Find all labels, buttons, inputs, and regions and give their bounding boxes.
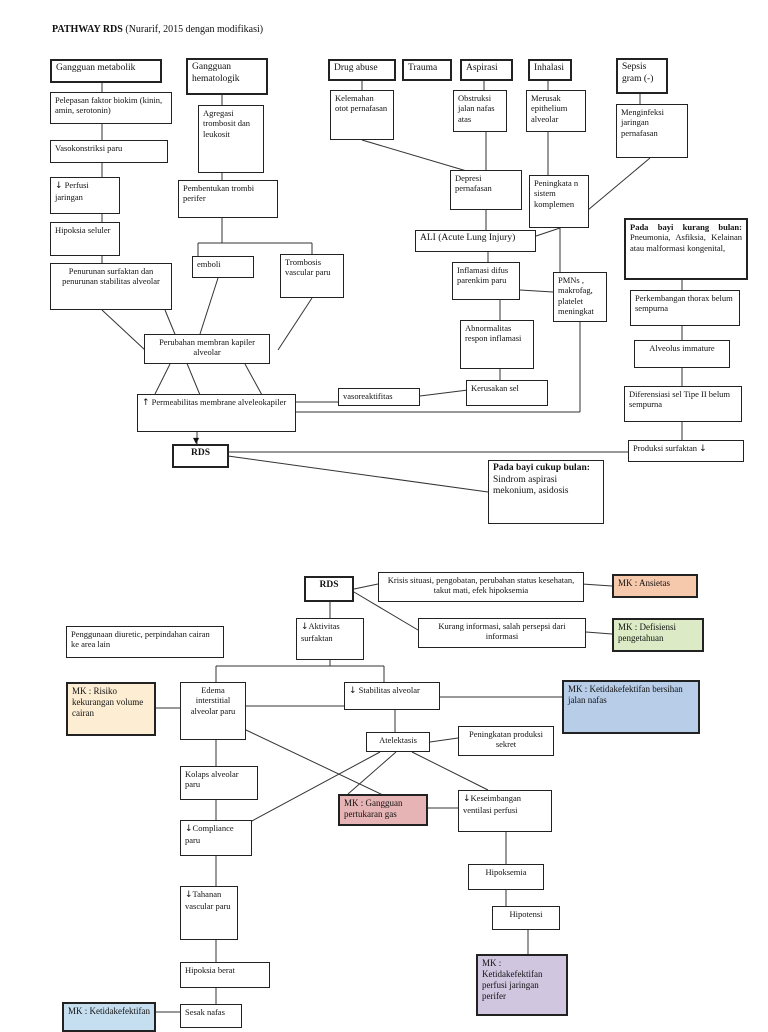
box-mk-perfusi: MK : Ketidakefektifan perfusi jaringan p… xyxy=(476,954,568,1016)
box-hipoksia-seluler: Hipoksia seluler xyxy=(50,222,120,256)
box-penggunaan-diuretic: Penggunaan diuretic, perpindahan cairan … xyxy=(66,626,224,658)
box-diferensiasi-sel: Diferensiasi sel Tipe II belum sempurna xyxy=(624,386,742,422)
box-perubahan-membran: Perubahan membran kapiler alveolar xyxy=(144,334,270,364)
box-alveolus-immature: Alveolus immature xyxy=(634,340,730,368)
box-krisis-situasi: Krisis situasi, pengobatan, perubahan st… xyxy=(378,572,584,602)
box-abnormalitas-respon: Abnormalitas respon inflamasi xyxy=(460,320,534,369)
box-perfusi-jaringan: ↓ Perfusi jaringan xyxy=(50,177,120,214)
box-penurunan-surfaktan: Penurunan surfaktan dan penurunan stabil… xyxy=(50,263,172,310)
box-hipoksia-berat: Hipoksia berat xyxy=(180,962,270,988)
box-merusak-epithelium: Merusak epithelium alveolar xyxy=(526,90,586,132)
box-aktivitas-surfaktan: ↓Aktivitas surfaktan xyxy=(296,618,364,660)
box-mk-ansietas: MK : Ansietas xyxy=(612,574,698,598)
box-inhalasi: Inhalasi xyxy=(528,59,572,81)
box-aspirasi: Aspirasi xyxy=(460,59,513,81)
box-pmns: PMNs , makrofag, platelet meningkat xyxy=(553,272,607,322)
box-trombosis-vascular: Trombosis vascular paru xyxy=(280,254,344,298)
box-drug-abuse: Drug abuse xyxy=(328,59,396,81)
box-sesak-nafas: Sesak nafas xyxy=(180,1004,242,1028)
box-tahanan-vascular: ↓Tahanan vascular paru xyxy=(180,886,238,940)
page-title: PATHWAY RDS (Nurarif, 2015 dengan modifi… xyxy=(52,24,264,35)
box-menginfeksi-jaringan: Menginfeksi jaringan pernafasan xyxy=(616,104,688,158)
box-kolaps-alveolar: Kolaps alveolar paru xyxy=(180,766,258,800)
box-obstruksi-jalan-nafas: Obstruksi jalan nafas atas xyxy=(453,90,507,132)
down-arrow-icon: ↓ xyxy=(463,794,471,804)
box-pelepasan-faktor: Pelepasan faktor biokim (kinin, amin, se… xyxy=(50,92,172,124)
down-arrow-icon: ↓ xyxy=(349,686,357,696)
box-agregasi-trombosit: Agregasi trombosit dan leukosit xyxy=(198,105,264,173)
box-peningkatan-komplemen: Peningkata n sistem komplemen xyxy=(529,175,589,228)
box-bayi-cukup-bulan: Pada bayi cukup bulan: Sindrom aspirasi … xyxy=(488,460,604,524)
down-arrow-icon: ↓ xyxy=(301,622,309,632)
box-mk-bottom: MK : Ketidakefektifan xyxy=(62,1002,156,1032)
box-kelemahan-otot: Kelemahan otot pernafasan xyxy=(330,90,394,140)
box-ali: ALI (Acute Lung Injury) xyxy=(415,230,536,252)
box-kerusakan-sel: Kerusakan sel xyxy=(466,380,548,406)
box-keseimbangan-ventilasi: ↓Keseimbangan ventilasi perfusi xyxy=(458,790,552,832)
box-rds-bottom: RDS xyxy=(304,576,354,602)
down-arrow-icon: ▼ xyxy=(193,436,200,445)
box-pembentukan-trombi: Pembentukan trombi perifer xyxy=(178,180,278,218)
box-emboli: emboli xyxy=(192,256,254,278)
box-mk-risiko: MK : Risiko kekurangan volume cairan xyxy=(66,682,156,736)
box-gangguan-metabolik: Gangguan metabolik xyxy=(50,59,162,83)
box-hipoksemia: Hipoksemia xyxy=(468,864,544,890)
box-hipotensi: Hipotensi xyxy=(492,906,560,930)
box-permeabilitas-membrane: ↑ Permeabilitas membrane alveleokapiler xyxy=(137,394,296,432)
box-peningkatan-sekret: Peningkatan produksi sekret xyxy=(458,726,554,756)
down-arrow-icon: ↓ xyxy=(699,444,707,454)
box-perkembangan-thorax: Perkembangan thorax belum sempurna xyxy=(630,290,740,326)
box-mk-bersihan: MK : Ketidakefektifan bersihan jalan naf… xyxy=(562,680,700,734)
box-edema-interstitial: Edema interstitial alveolar paru xyxy=(180,682,246,740)
up-arrow-icon: ↑ xyxy=(142,398,150,408)
box-mk-gangguan-gas: MK : Gangguan pertukaran gas xyxy=(338,794,428,826)
box-produksi-surfaktan: Produksi surfaktan ↓ xyxy=(628,440,744,462)
box-kurang-informasi: Kurang informasi, salah persepsi dari in… xyxy=(418,618,586,648)
box-mk-defisiensi: MK : Defisiensi pengetahuan xyxy=(612,618,704,652)
box-sepsis: Sepsis gram (-) xyxy=(616,58,668,94)
box-compliance-paru: ↓Compliance paru xyxy=(180,820,252,856)
down-arrow-icon: ↓ xyxy=(185,824,193,834)
box-inflamasi-difus: Inflamasi difus parenkim paru xyxy=(452,262,520,300)
box-vasoreaktifitas: vasoreaktifitas xyxy=(338,388,420,406)
box-atelektasis: Atelektasis xyxy=(366,732,430,752)
down-arrow-icon: ↓ xyxy=(185,890,193,900)
down-arrow-icon: ↓ xyxy=(55,181,63,191)
box-trauma: Trauma xyxy=(402,59,452,81)
box-vasokonstriksi-paru: Vasokonstriksi paru xyxy=(50,140,168,163)
box-depresi-pernafasan: Depresi pernafasan xyxy=(450,170,522,210)
box-stabilitas-alveolar: ↓ Stabilitas alveolar xyxy=(344,682,440,710)
box-gangguan-hematologik: Gangguan hematologik xyxy=(186,58,268,95)
box-bayi-kurang-bulan: Pada bayi kurang bulan: Pneumonia, Asfik… xyxy=(624,218,748,280)
box-rds-top: RDS xyxy=(172,444,229,468)
